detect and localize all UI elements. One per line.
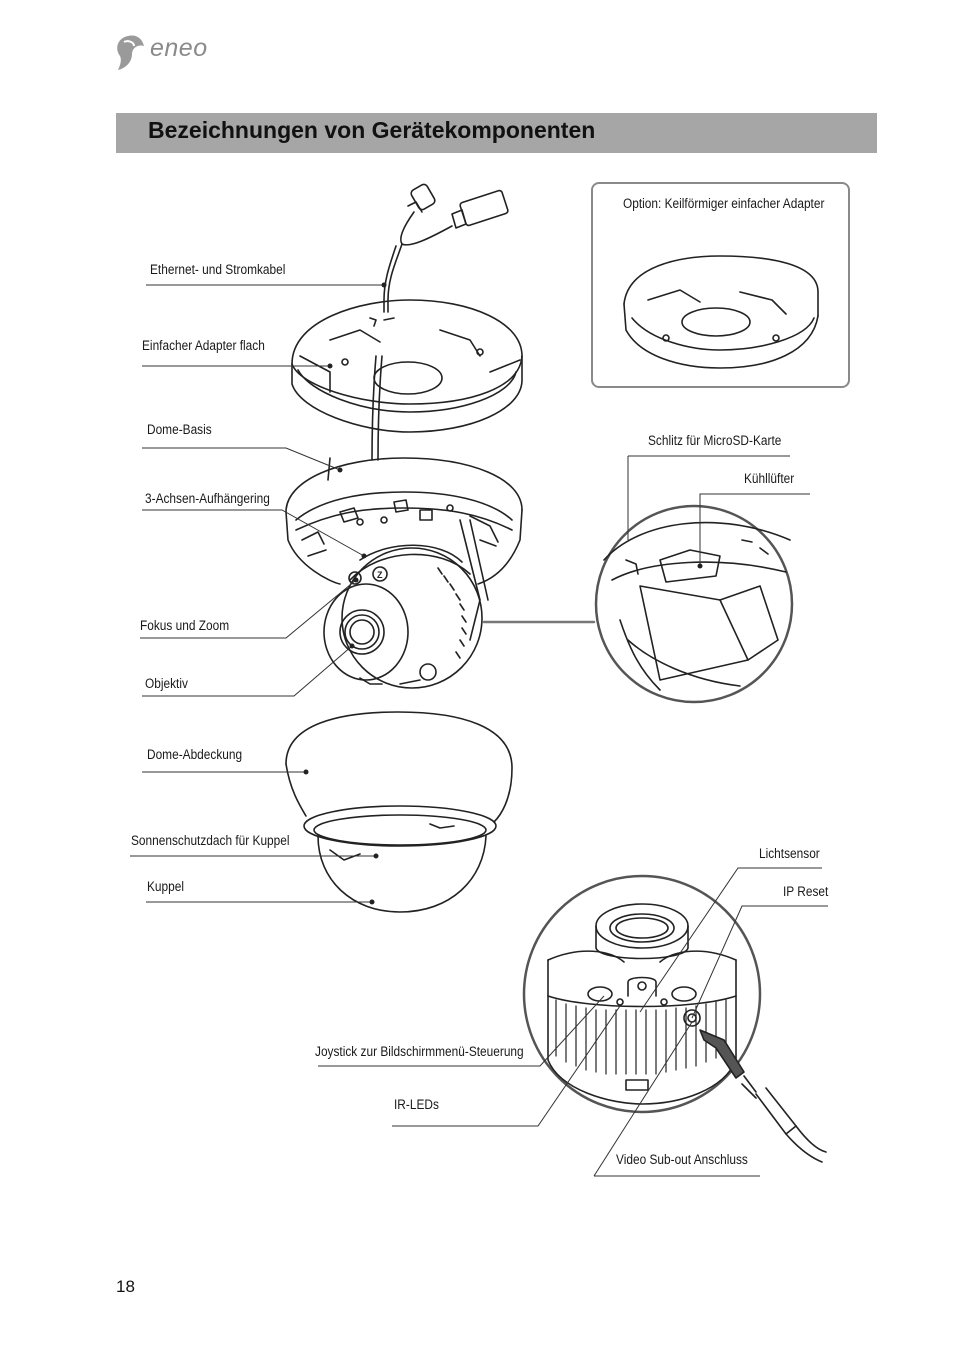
dome-cover-icon	[285, 711, 513, 913]
label-ethernet-cable: Ethernet- und Stromkabel	[150, 262, 286, 277]
label-cooling-fan: Kühllüfter	[744, 471, 795, 486]
label-light-sensor: Lichtsensor	[759, 846, 820, 861]
eneo-logo-icon	[117, 35, 144, 70]
leader-dots	[303, 282, 703, 905]
page-title: Bezeichnungen von Gerätekomponenten	[148, 117, 596, 143]
option-adapter-box	[591, 182, 850, 388]
ethernet-power-cable-icon	[383, 183, 509, 313]
label-focus-zoom: Fokus und Zoom	[140, 618, 230, 633]
label-dome-cover: Dome-Abdeckung	[147, 747, 243, 762]
label-option-adapter: Option: Keilförmiger einfacher Adapter	[623, 196, 825, 211]
label-dome-base: Dome-Basis	[147, 422, 212, 437]
label-lens: Objektiv	[145, 676, 188, 691]
label-ip-reset: IP Reset	[783, 884, 829, 899]
svg-text:Z: Z	[377, 570, 383, 580]
wedge-adapter-icon	[623, 255, 819, 369]
label-bubble: Kuppel	[147, 879, 185, 894]
section-title-bar: Bezeichnungen von Gerätekomponenten	[116, 113, 877, 153]
leader-lines	[130, 284, 828, 1177]
microsd-detail-icon	[594, 504, 794, 704]
label-ir-leds: IR-LEDs	[394, 1097, 439, 1112]
label-microsd-slot: Schlitz für MicroSD-Karte	[648, 433, 782, 448]
label-joystick: Joystick zur Bildschirmmenü-Steuerung	[315, 1044, 524, 1059]
label-flat-adapter: Einfacher Adapter flach	[142, 338, 265, 353]
page-number: 18	[116, 1277, 135, 1296]
flat-adapter-icon	[291, 299, 523, 461]
label-sunshield: Sonnenschutzdach für Kuppel	[131, 833, 290, 848]
camera-module-detail-icon	[522, 874, 827, 1163]
label-gimbal-ring: 3-Achsen-Aufhängering	[145, 491, 270, 506]
dome-base-icon	[285, 457, 523, 641]
label-video-out: Video Sub-out Anschluss	[616, 1152, 748, 1167]
camera-ball-icon: Z	[323, 544, 483, 689]
brand-name: eneo	[150, 34, 208, 62]
